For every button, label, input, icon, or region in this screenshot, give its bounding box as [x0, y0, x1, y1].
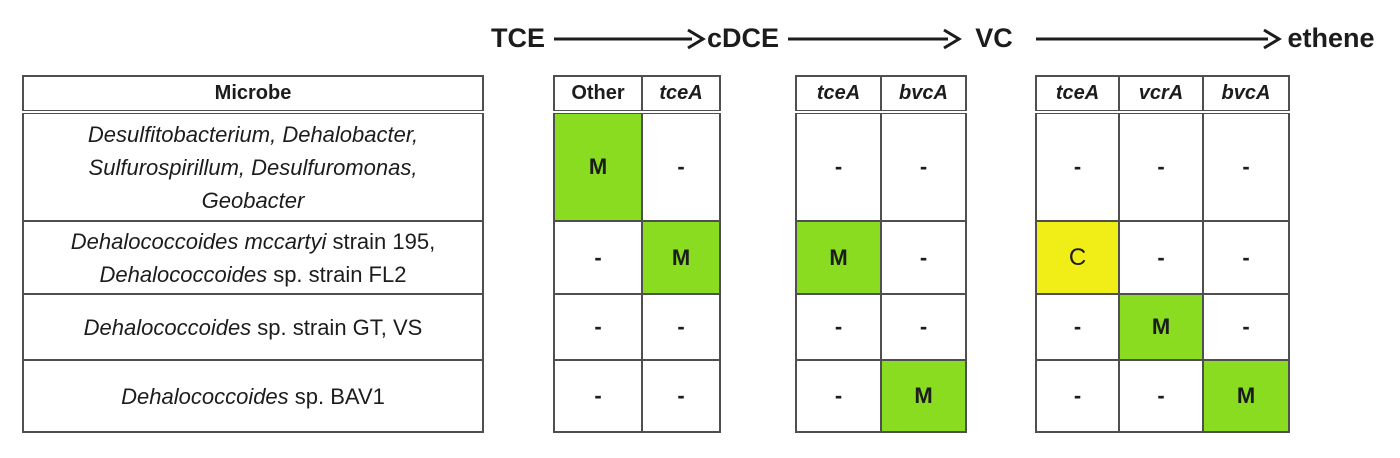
gene-cell: -: [1035, 359, 1120, 433]
table-row: - -: [553, 293, 721, 361]
arrow-right-icon: [1036, 28, 1282, 50]
microbe-name-regular: strain 195,: [326, 228, 436, 254]
gene-cell: -: [553, 220, 643, 295]
microbe-name-italic: Desulfitobacterium, Dehalobacter,: [87, 121, 419, 147]
microbe-name-regular: sp. strain GT, VS: [251, 314, 423, 340]
gene-cell: -: [1035, 111, 1120, 222]
gene-cell: -: [1118, 359, 1204, 433]
microbe-name-line: Desulfitobacterium, Dehalobacter,: [25, 118, 481, 151]
gene-cell: -: [1118, 220, 1204, 295]
gene-cell: M: [641, 220, 721, 295]
gene-cell: M: [880, 359, 967, 433]
microbe-name-line: Dehalococcoides sp. strain GT, VS: [25, 311, 481, 344]
table-row: M -: [795, 220, 967, 295]
microbe-name-line: Sulfurospirillum, Desulfuromonas,: [25, 151, 481, 184]
gene-cell: -: [641, 293, 721, 361]
table-row: C - -: [1035, 220, 1290, 295]
gene-cell: -: [1202, 220, 1290, 295]
gene-cell: -: [795, 359, 882, 433]
table-row: M -: [553, 111, 721, 222]
microbe-name-italic: Dehalococcoides mccartyi: [70, 228, 327, 254]
gene-cell: -: [880, 293, 967, 361]
pathway-label-cdce: cDCE: [706, 23, 780, 53]
gene-table-tce-to-cdce: Other tceA M - - M - - - -: [553, 75, 721, 433]
table-row: - - M: [1035, 359, 1290, 433]
microbe-table: Microbe Desulfitobacterium, Dehalobacter…: [22, 75, 484, 433]
table-row: - M: [795, 359, 967, 433]
gene-cell: -: [641, 359, 721, 433]
microbe-name-italic: Dehalococcoides: [99, 261, 268, 287]
pathway-label-vc: VC: [975, 23, 1013, 53]
arrow-right-icon: [554, 28, 706, 50]
pathway-label-ethene: ethene: [1287, 23, 1375, 53]
microbe-name-italic: Sulfurospirillum, Desulfuromonas,: [88, 154, 418, 180]
gene-cell: M: [1202, 359, 1290, 433]
gene-cell: -: [1202, 111, 1290, 222]
gene-column-header: vcrA: [1118, 75, 1204, 114]
microbe-name-line: Dehalococcoides sp. strain FL2: [25, 258, 481, 291]
table-row: Dehalococcoides sp. BAV1: [22, 359, 484, 433]
gene-cell: -: [553, 293, 643, 361]
gene-cell: -: [1202, 293, 1290, 361]
table-row: Dehalococcoides sp. strain GT, VS: [22, 293, 484, 361]
microbe-name-italic: Dehalococcoides: [121, 383, 289, 409]
table-row: - M -: [1035, 293, 1290, 361]
gene-table-cdce-to-vc: tceA bvcA - - M - - - - M: [795, 75, 967, 433]
table-row: - - -: [1035, 111, 1290, 222]
microbe-name-italic: Geobacter: [201, 187, 305, 213]
microbe-column-header: Microbe: [22, 75, 484, 114]
table-row: - -: [795, 111, 967, 222]
microbe-name-line: Dehalococcoides sp. BAV1: [25, 380, 481, 413]
microbe-name-regular: sp. strain FL2: [267, 261, 407, 287]
gene-cell: M: [1118, 293, 1204, 361]
gene-cell: M: [553, 111, 643, 222]
microbe-name-italic: Dehalococcoides: [83, 314, 252, 340]
gene-column-header: bvcA: [880, 75, 967, 114]
table-row: - M: [553, 220, 721, 295]
table-row: Dehalococcoides mccartyi strain 195, Deh…: [22, 220, 484, 295]
microbe-name-cell: Desulfitobacterium, Dehalobacter, Sulfur…: [22, 111, 484, 222]
microbe-name-cell: Dehalococcoides mccartyi strain 195, Deh…: [22, 220, 484, 295]
microbe-name-line: Geobacter: [25, 184, 481, 217]
microbe-name-regular: sp. BAV1: [288, 383, 385, 409]
table-row: Desulfitobacterium, Dehalobacter, Sulfur…: [22, 111, 484, 222]
table-row: - -: [795, 293, 967, 361]
gene-cell: -: [880, 220, 967, 295]
gene-cell: -: [553, 359, 643, 433]
arrow-right-icon: [788, 28, 962, 50]
gene-column-header: tceA: [1035, 75, 1120, 114]
gene-column-header: bvcA: [1202, 75, 1290, 114]
microbe-name-line: Dehalococcoides mccartyi strain 195,: [25, 225, 481, 258]
gene-cell: -: [1118, 111, 1204, 222]
gene-cell: -: [795, 293, 882, 361]
gene-column-header: tceA: [641, 75, 721, 114]
gene-cell: -: [880, 111, 967, 222]
gene-cell: -: [1035, 293, 1120, 361]
table-row: - -: [553, 359, 721, 433]
gene-cell: M: [795, 220, 882, 295]
gene-cell: -: [795, 111, 882, 222]
microbe-name-cell: Dehalococcoides sp. strain GT, VS: [22, 293, 484, 361]
gene-cell: -: [641, 111, 721, 222]
gene-table-vc-to-ethene: tceA vcrA bvcA - - - C - - - M - -: [1035, 75, 1290, 433]
gene-column-header: tceA: [795, 75, 882, 114]
pathway-label-tce: TCE: [491, 23, 545, 53]
gene-column-header: Other: [553, 75, 643, 114]
gene-cell: C: [1035, 220, 1120, 295]
microbe-name-cell: Dehalococcoides sp. BAV1: [22, 359, 484, 433]
